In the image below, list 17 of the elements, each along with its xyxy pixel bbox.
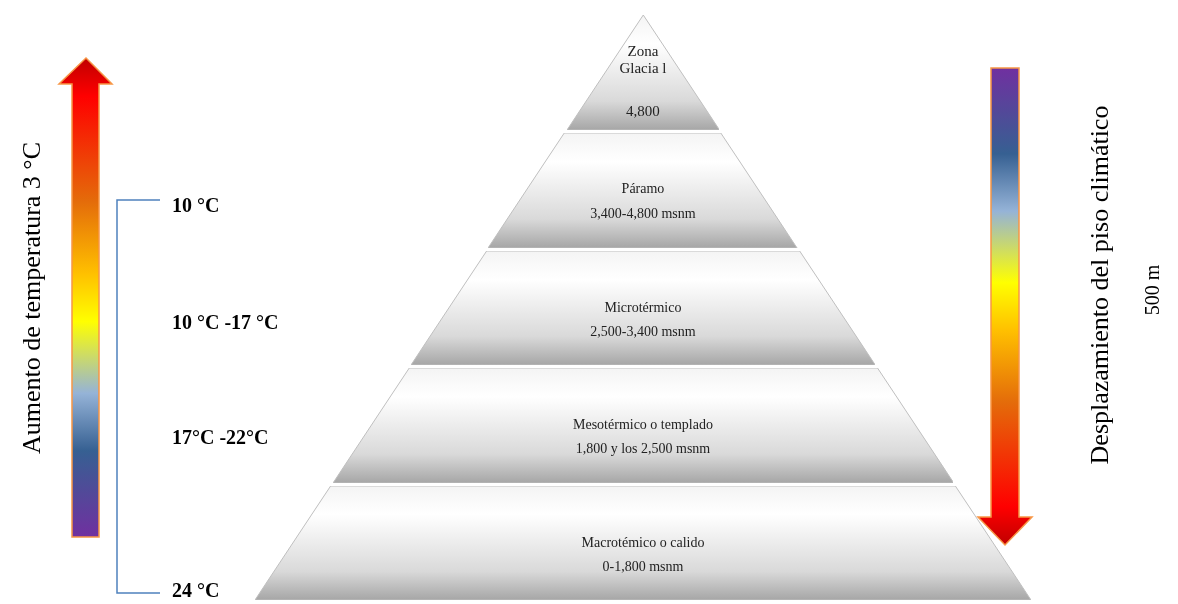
tier-label: 0-1,800 msnm — [601, 558, 685, 575]
temperature-label: 24 °C — [172, 578, 220, 602]
axis-label: Desplazamiento del piso climático — [1085, 105, 1115, 465]
tier-label: 4,800 — [625, 103, 661, 120]
tier-label: Páramo — [620, 180, 666, 197]
tier-label: Microtérmico — [603, 299, 683, 316]
tier-label: 1,800 y los 2,500 msnm — [574, 440, 712, 457]
tier-label: 3,400-4,800 msnm — [589, 205, 697, 222]
tier-label: Mesotérmico o templado — [572, 416, 714, 433]
temperature-label: 10 °C -17 °C — [172, 310, 279, 334]
distance-label: 500 m — [1140, 264, 1164, 316]
tier-label: 2,500-3,400 msnm — [589, 323, 697, 340]
tier-label: Zona Glacia l — [619, 43, 667, 77]
tier-label: Macrotémico o calido — [580, 534, 706, 551]
temperature-label: 17°C -22°C — [172, 425, 269, 449]
temperature-label: 10 °C — [172, 193, 220, 217]
axis-label: Aumento de temperatura 3 °C — [17, 141, 47, 455]
